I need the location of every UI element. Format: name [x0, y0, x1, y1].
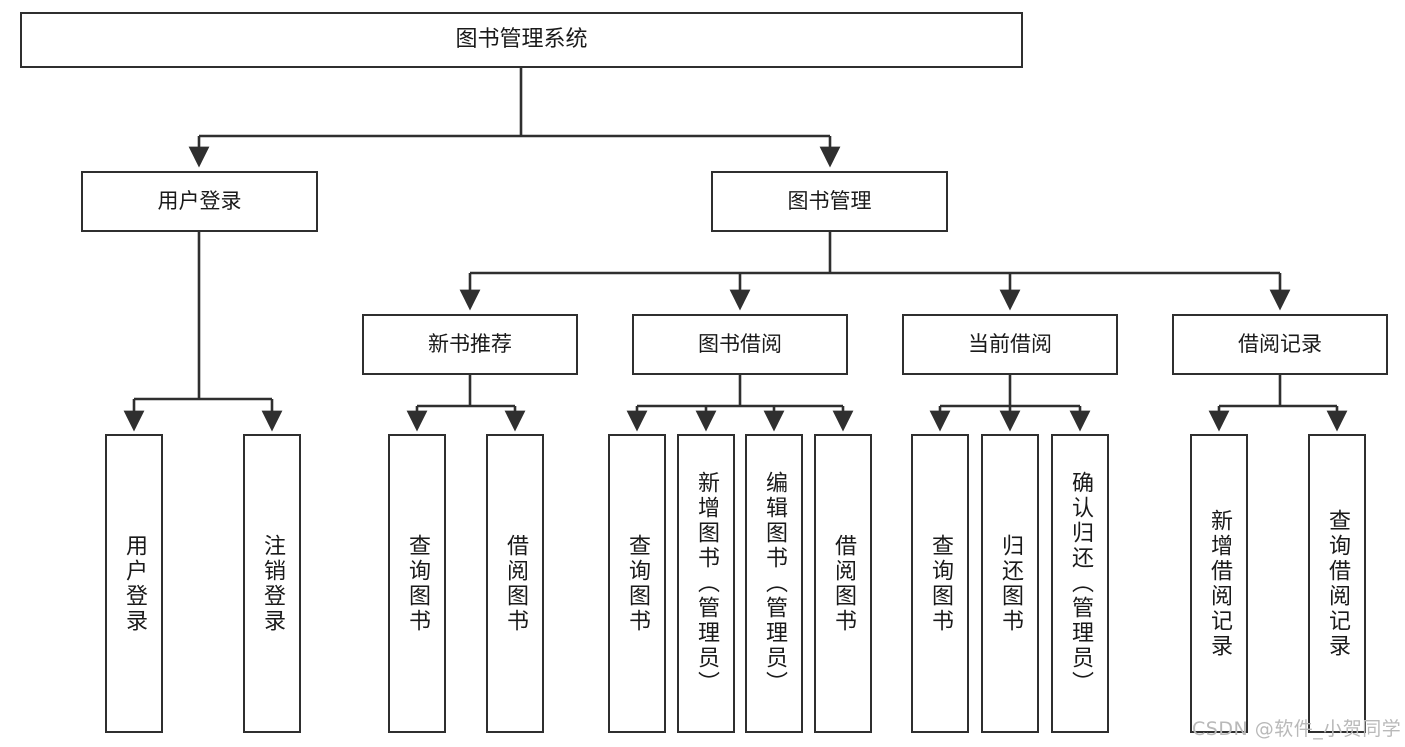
leaf-query-record-label: 查询借阅记录 — [1325, 508, 1350, 659]
leaf-return-book-label: 归还图书 — [998, 533, 1023, 634]
leaf-borrow-book-1[interactable]: 借阅图书 — [486, 434, 544, 733]
node-root-label: 图书管理系统 — [455, 27, 588, 53]
leaf-user-login-label: 用户登录 — [122, 533, 147, 634]
node-root[interactable]: 图书管理系统 — [20, 12, 1023, 68]
leaf-borrow-book-1-label: 借阅图书 — [503, 533, 528, 634]
leaf-query-book-2[interactable]: 查询图书 — [608, 434, 666, 733]
node-book-borrow[interactable]: 图书借阅 — [632, 314, 848, 375]
leaf-add-record-label: 新增借阅记录 — [1207, 508, 1232, 659]
leaf-add-record[interactable]: 新增借阅记录 — [1190, 434, 1248, 733]
leaf-borrow-book-2-label: 借阅图书 — [831, 533, 856, 634]
watermark: CSDN @软件_小贺同学 — [1192, 718, 1402, 740]
leaf-query-record[interactable]: 查询借阅记录 — [1308, 434, 1366, 733]
leaf-edit-book[interactable]: 编辑图书（管理员） — [745, 434, 803, 733]
node-book-manage-label: 图书管理 — [787, 189, 872, 214]
node-new-book-recommend[interactable]: 新书推荐 — [362, 314, 578, 375]
leaf-logout[interactable]: 注销登录 — [243, 434, 301, 733]
node-new-book-recommend-label: 新书推荐 — [428, 332, 512, 357]
leaf-query-book-3-label: 查询图书 — [928, 533, 953, 634]
leaf-confirm-return-label: 确认归还（管理员） — [1068, 471, 1093, 696]
leaf-borrow-book-2[interactable]: 借阅图书 — [814, 434, 872, 733]
leaf-add-book[interactable]: 新增图书（管理员） — [677, 434, 735, 733]
node-user-login-label: 用户登录 — [157, 189, 242, 214]
node-borrow-record-label: 借阅记录 — [1238, 332, 1322, 357]
node-user-login[interactable]: 用户登录 — [81, 171, 318, 232]
leaf-logout-label: 注销登录 — [260, 533, 285, 634]
node-book-borrow-label: 图书借阅 — [698, 332, 782, 357]
leaf-edit-book-label: 编辑图书（管理员） — [762, 471, 787, 696]
leaf-query-book-1-label: 查询图书 — [405, 533, 430, 634]
node-current-borrow-label: 当前借阅 — [968, 332, 1052, 357]
node-borrow-record[interactable]: 借阅记录 — [1172, 314, 1388, 375]
leaf-user-login[interactable]: 用户登录 — [105, 434, 163, 733]
node-current-borrow[interactable]: 当前借阅 — [902, 314, 1118, 375]
leaf-confirm-return[interactable]: 确认归还（管理员） — [1051, 434, 1109, 733]
leaf-return-book[interactable]: 归还图书 — [981, 434, 1039, 733]
leaf-query-book-1[interactable]: 查询图书 — [388, 434, 446, 733]
leaf-add-book-label: 新增图书（管理员） — [694, 471, 719, 696]
node-book-manage[interactable]: 图书管理 — [711, 171, 948, 232]
leaf-query-book-2-label: 查询图书 — [625, 533, 650, 634]
leaf-query-book-3[interactable]: 查询图书 — [911, 434, 969, 733]
